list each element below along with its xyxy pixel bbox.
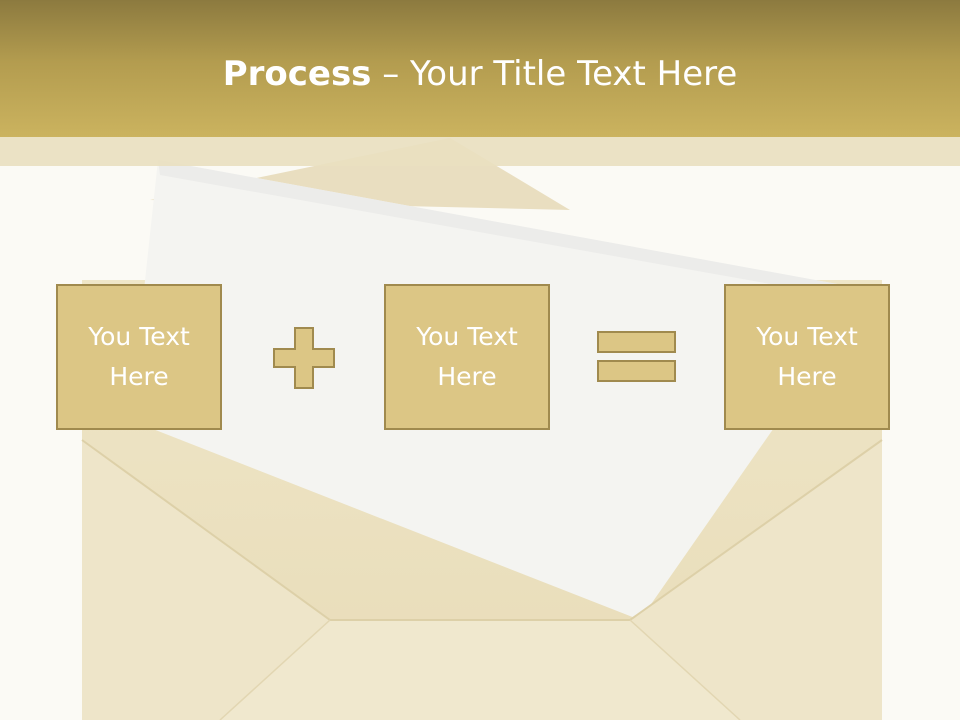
process-box-3[interactable]: You Text Here [724, 284, 890, 430]
process-box-1-text: You Text Here [88, 322, 190, 391]
slide-title-rest: – Your Title Text Here [371, 54, 738, 94]
equals-icon [597, 331, 676, 382]
slide-title-bold: Process [222, 54, 372, 94]
plus-icon [273, 327, 335, 389]
slide-title: Process – Your Title Text Here [0, 52, 960, 96]
process-box-2[interactable]: You Text Here [384, 284, 550, 430]
process-box-2-text: You Text Here [416, 322, 518, 391]
title-bar [0, 0, 960, 137]
process-box-3-text: You Text Here [756, 322, 858, 391]
process-box-1[interactable]: You Text Here [56, 284, 222, 430]
title-bar-strip [0, 137, 960, 166]
